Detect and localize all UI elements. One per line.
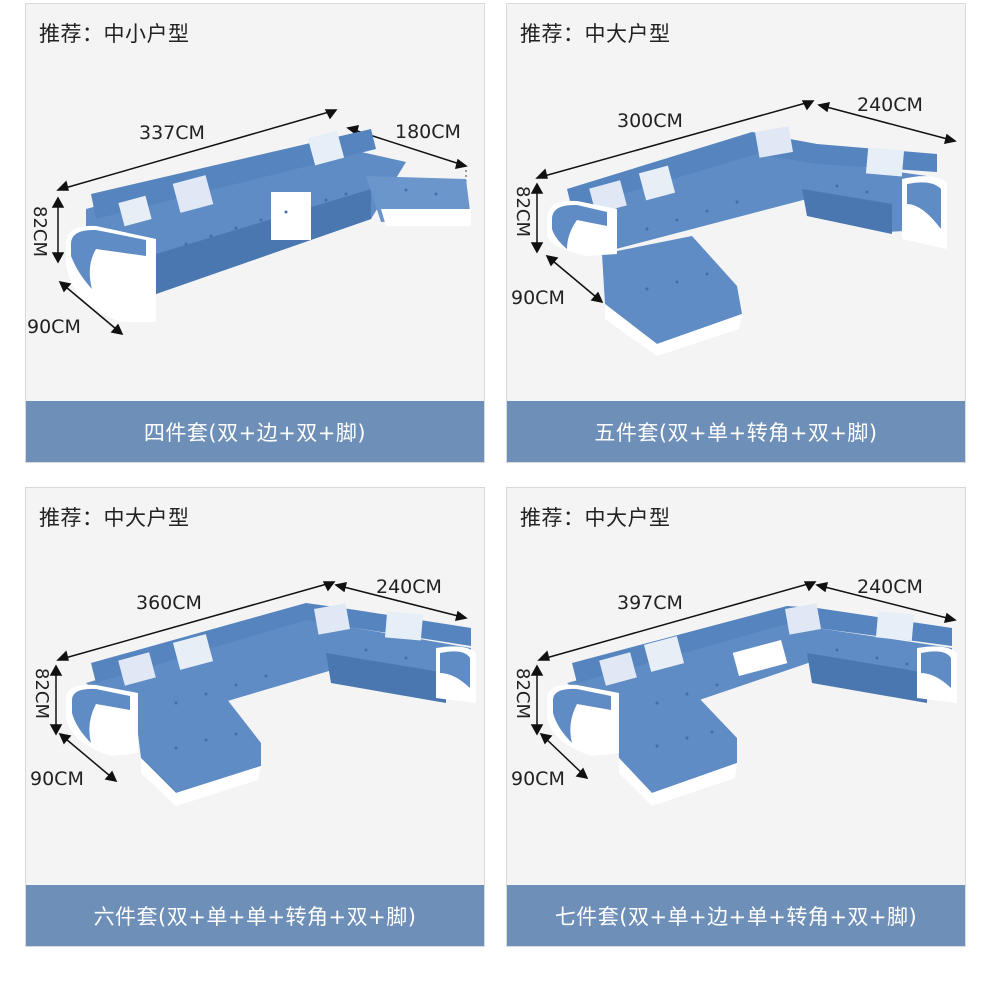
dim-height: 82CM [29,206,50,258]
sofa-image-6pc: 推荐：中大户型 360CM 240CM 82CM 90CM [26,488,484,884]
sofa-image-4pc: 推荐：中小户型 337CM 180CM 82CM 90CM [26,4,484,400]
dim-length-1: 360CM [136,592,202,614]
dim-height: 82CM [512,186,533,238]
sofa-image-5pc: 推荐：中大户型 300CM 240CM 82CM 90CM [507,4,965,400]
dim-length-2: 240CM [857,576,923,598]
set-label-bar: 五件套(双+单+转角+双+脚) [507,401,965,462]
sofa-illustration-icon [530,100,957,356]
product-card-5pc[interactable]: 推荐：中大户型 300CM 240CM 82CM 90CM 五件套(双+单+转角… [506,3,966,463]
dim-depth: 90CM [511,768,565,790]
dim-depth: 90CM [27,316,81,338]
dim-length-2: 240CM [376,576,442,598]
set-label-bar: 七件套(双+单+边+单+转角+双+脚) [507,885,965,946]
dim-length-1: 300CM [617,110,683,132]
recommend-text: 推荐：中大户型 [39,506,190,530]
product-card-7pc[interactable]: 推荐：中大户型 397CM 240CM 82CM 90CM 七件套(双+单+边+… [506,487,966,947]
set-label-bar: 四件套(双+边+双+脚) [26,401,484,462]
dim-depth: 90CM [511,287,565,309]
product-card-4pc[interactable]: 推荐：中小户型 337CM 180CM 82CM 90CM 四件套(双+边+双+… [25,3,485,463]
sofa-illustration-icon [51,109,471,336]
dim-depth: 90CM [30,768,84,790]
recommend-text: 推荐：中大户型 [520,22,671,46]
dim-height: 82CM [31,668,52,720]
recommend-text: 推荐：中大户型 [520,506,671,530]
set-label-bar: 六件套(双+单+单+转角+双+脚) [26,885,484,946]
dim-length-2: 180CM [395,121,461,143]
dim-length-1: 397CM [617,592,683,614]
sofa-image-7pc: 推荐：中大户型 397CM 240CM 82CM 90CM [507,488,965,884]
dim-length-2: 240CM [857,94,923,116]
sofa-illustration-icon [49,581,476,806]
sofa-illustration-icon [530,581,957,806]
dim-length-1: 337CM [139,122,205,144]
dim-height: 82CM [512,668,533,720]
product-card-6pc[interactable]: 推荐：中大户型 360CM 240CM 82CM 90CM 六件套(双+单+单+… [25,487,485,947]
recommend-text: 推荐：中小户型 [39,22,190,46]
